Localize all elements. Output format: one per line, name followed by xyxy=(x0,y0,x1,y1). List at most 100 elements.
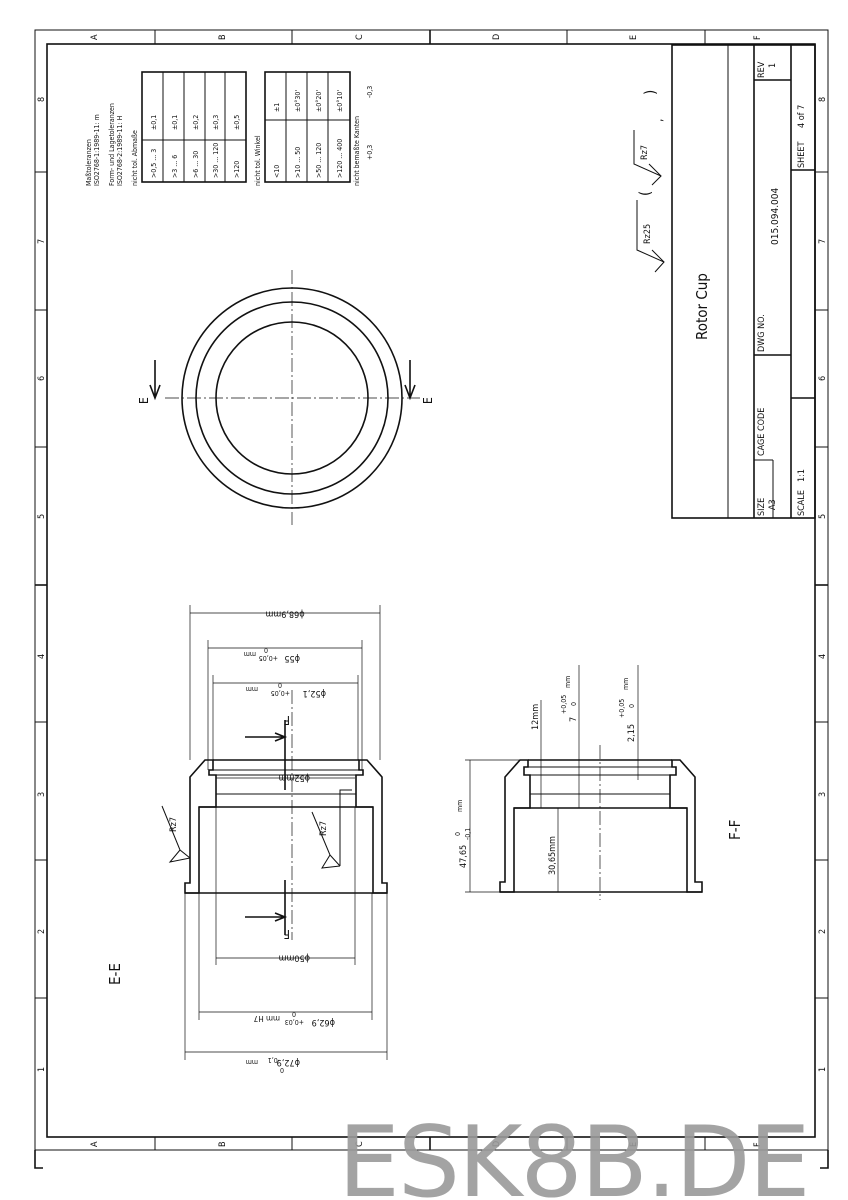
zone-7-right: 7 xyxy=(818,239,828,244)
zone-c-bottom: C xyxy=(355,1141,365,1147)
zone-8-right: 8 xyxy=(818,97,828,102)
dim-h7-up: +0,05 xyxy=(560,695,568,714)
surface-symbol-icon xyxy=(636,200,665,273)
dim-d52: ϕ52mm xyxy=(278,772,310,782)
section-marker-e-right: E xyxy=(421,397,435,404)
tol-general-1: Maßtoleranzen xyxy=(85,139,93,186)
angular-tol: ±1 xyxy=(273,103,281,112)
zone-d-top: D xyxy=(492,34,502,40)
dim-h2-15-mm: mm xyxy=(622,678,630,690)
section-arrow-icon xyxy=(404,360,416,401)
dim-h47-65-up: 0 xyxy=(454,832,462,836)
zone-c-top: C xyxy=(355,34,365,40)
zone-a-bottom: A xyxy=(90,1141,100,1147)
rev-label: REV xyxy=(757,61,767,78)
dim-d62-9-tol-lo: 0 xyxy=(292,1010,296,1018)
surface-comma: , xyxy=(651,119,665,122)
dim-d52-1-mm: mm xyxy=(246,685,258,693)
angular-range: <10 xyxy=(273,165,281,178)
tol-general-2: Form- und Lagetoleranzen xyxy=(108,103,116,186)
linear-tol: ±0,3 xyxy=(212,115,220,130)
zone-8-left: 8 xyxy=(37,97,47,102)
dim-h12: 12mm xyxy=(531,704,541,730)
angular-range: >120 ... 400 xyxy=(336,139,344,178)
dim-d72-9-tol-up: 0 xyxy=(280,1066,284,1074)
dim-d55-tol-up: +0,05 xyxy=(259,654,278,662)
linear-range: >120 xyxy=(233,161,241,178)
linear-tolerance-table: >0,5 ... 3 ±0,1 >3 ... 6 ±0,1 >6 ... 30 … xyxy=(141,71,247,183)
angular-tol: ±0°30' xyxy=(294,90,302,112)
angular-range: >50 ... 120 xyxy=(315,143,323,178)
dimensions-ee: ϕ68,9mm ϕ55 +0,05 0 mm ϕ52,1 +0,05 0 mm … xyxy=(184,605,388,1074)
drawing-title: Rotor Cup xyxy=(693,273,711,340)
tol-general-1-std: ISO2768-1:1989-11: m xyxy=(93,114,101,186)
surface-symbol-icon xyxy=(161,805,191,863)
linear-range: >3 ... 6 xyxy=(171,155,179,178)
dim-d62-9-tol-up: +0,03 xyxy=(285,1018,304,1026)
linear-range: >0,5 ... 3 xyxy=(150,149,158,178)
angular-tolerance-table: <10 ±1 >10 ... 50 ±0°30' >50 ... 120 ±0°… xyxy=(264,71,351,183)
surface-symbol-icon xyxy=(633,130,662,186)
dim-h2-15-up: +0,05 xyxy=(618,699,626,718)
top-view: E E xyxy=(137,270,435,525)
tol-linear-title: nicht tol. Abmaße xyxy=(131,130,139,186)
zone-7-left: 7 xyxy=(37,239,47,244)
watermark: ESK8B.DE xyxy=(338,1106,809,1200)
rz-outer: Rz7 xyxy=(169,817,179,832)
zone-3-left: 3 xyxy=(37,792,47,797)
tolerance-notes: Maßtoleranzen ISO2768-1:1989-11: m Form-… xyxy=(85,86,374,186)
linear-tol: ±0,2 xyxy=(192,115,200,130)
section-marker-f-top: F xyxy=(284,713,290,727)
surface-paren-open: ( xyxy=(636,191,654,196)
angular-tol: ±0°10' xyxy=(336,90,344,112)
zone-5-left: 5 xyxy=(37,514,47,519)
linear-range: >6 ... 30 xyxy=(192,151,200,178)
zone-labels: A B C D E F A B C D E F 8 7 6 5 4 3 2 1 … xyxy=(37,34,828,1147)
tol-edges-title: nicht bemaßte Kanten xyxy=(353,116,361,186)
surface-symbol-icon xyxy=(311,789,352,869)
tol-edges-upper: -0,3 xyxy=(366,86,374,98)
surface-rz7: Rz7 xyxy=(640,145,650,160)
angular-range: >10 ... 50 xyxy=(294,147,302,178)
section-ff: F-F xyxy=(499,745,744,900)
drawing-frame xyxy=(34,29,829,1169)
dim-d68-9: ϕ68,9mm xyxy=(265,608,304,618)
dim-d50: ϕ50mm xyxy=(278,952,310,962)
zone-b-top: B xyxy=(218,34,228,40)
zone-a-top: A xyxy=(90,34,100,40)
section-arrow-icon xyxy=(245,912,288,922)
tol-edges-lower: +0,3 xyxy=(366,145,374,160)
zone-6-left: 6 xyxy=(37,376,47,381)
size-label: SIZE xyxy=(757,498,767,516)
rz-inner: Rz7 xyxy=(319,821,329,836)
zone-d-bottom: D xyxy=(492,1141,502,1147)
dim-h2-15-lo: 0 xyxy=(628,704,636,708)
linear-range: >30 ... 120 xyxy=(212,143,220,178)
dim-h7-mm: mm xyxy=(564,676,572,688)
section-ee: F F E-E Rz7 Rz7 xyxy=(106,690,388,985)
title-block: Rotor Cup DWG NO. 015.094.004 REV 1 SIZE… xyxy=(671,44,816,519)
zone-5-right: 5 xyxy=(818,514,828,519)
surface-rz25: Rz25 xyxy=(643,224,653,244)
dim-d62-9-fit: mm H7 xyxy=(254,1014,280,1023)
dim-h47-65-lo: -0,1 xyxy=(464,828,472,840)
zone-e-bottom: E xyxy=(629,1142,639,1147)
section-arrow-icon xyxy=(245,732,288,742)
scale-value: 1:1 xyxy=(797,469,807,482)
zone-1-right: 1 xyxy=(818,1067,828,1072)
dim-h47-65-mm: mm xyxy=(456,800,464,812)
dim-h7: 7 xyxy=(569,717,579,722)
dim-d72-9-tol-lo: -0,1 xyxy=(268,1056,280,1064)
rev-value: 1 xyxy=(768,63,778,68)
dwg-no: 015.094.004 xyxy=(770,188,781,245)
dim-d52-1-tol-lo: 0 xyxy=(278,681,282,689)
zone-1-left: 1 xyxy=(37,1067,47,1072)
zone-2-left: 2 xyxy=(37,929,47,934)
tol-angular-title: nicht tol. Winkel xyxy=(254,135,262,186)
angular-tol: ±0°20' xyxy=(315,90,323,112)
surface-paren-close: ) xyxy=(641,90,659,95)
zone-e-top: E xyxy=(629,35,639,40)
section-marker-e-left: E xyxy=(137,397,151,404)
dim-h7-lo: 0 xyxy=(570,702,578,706)
